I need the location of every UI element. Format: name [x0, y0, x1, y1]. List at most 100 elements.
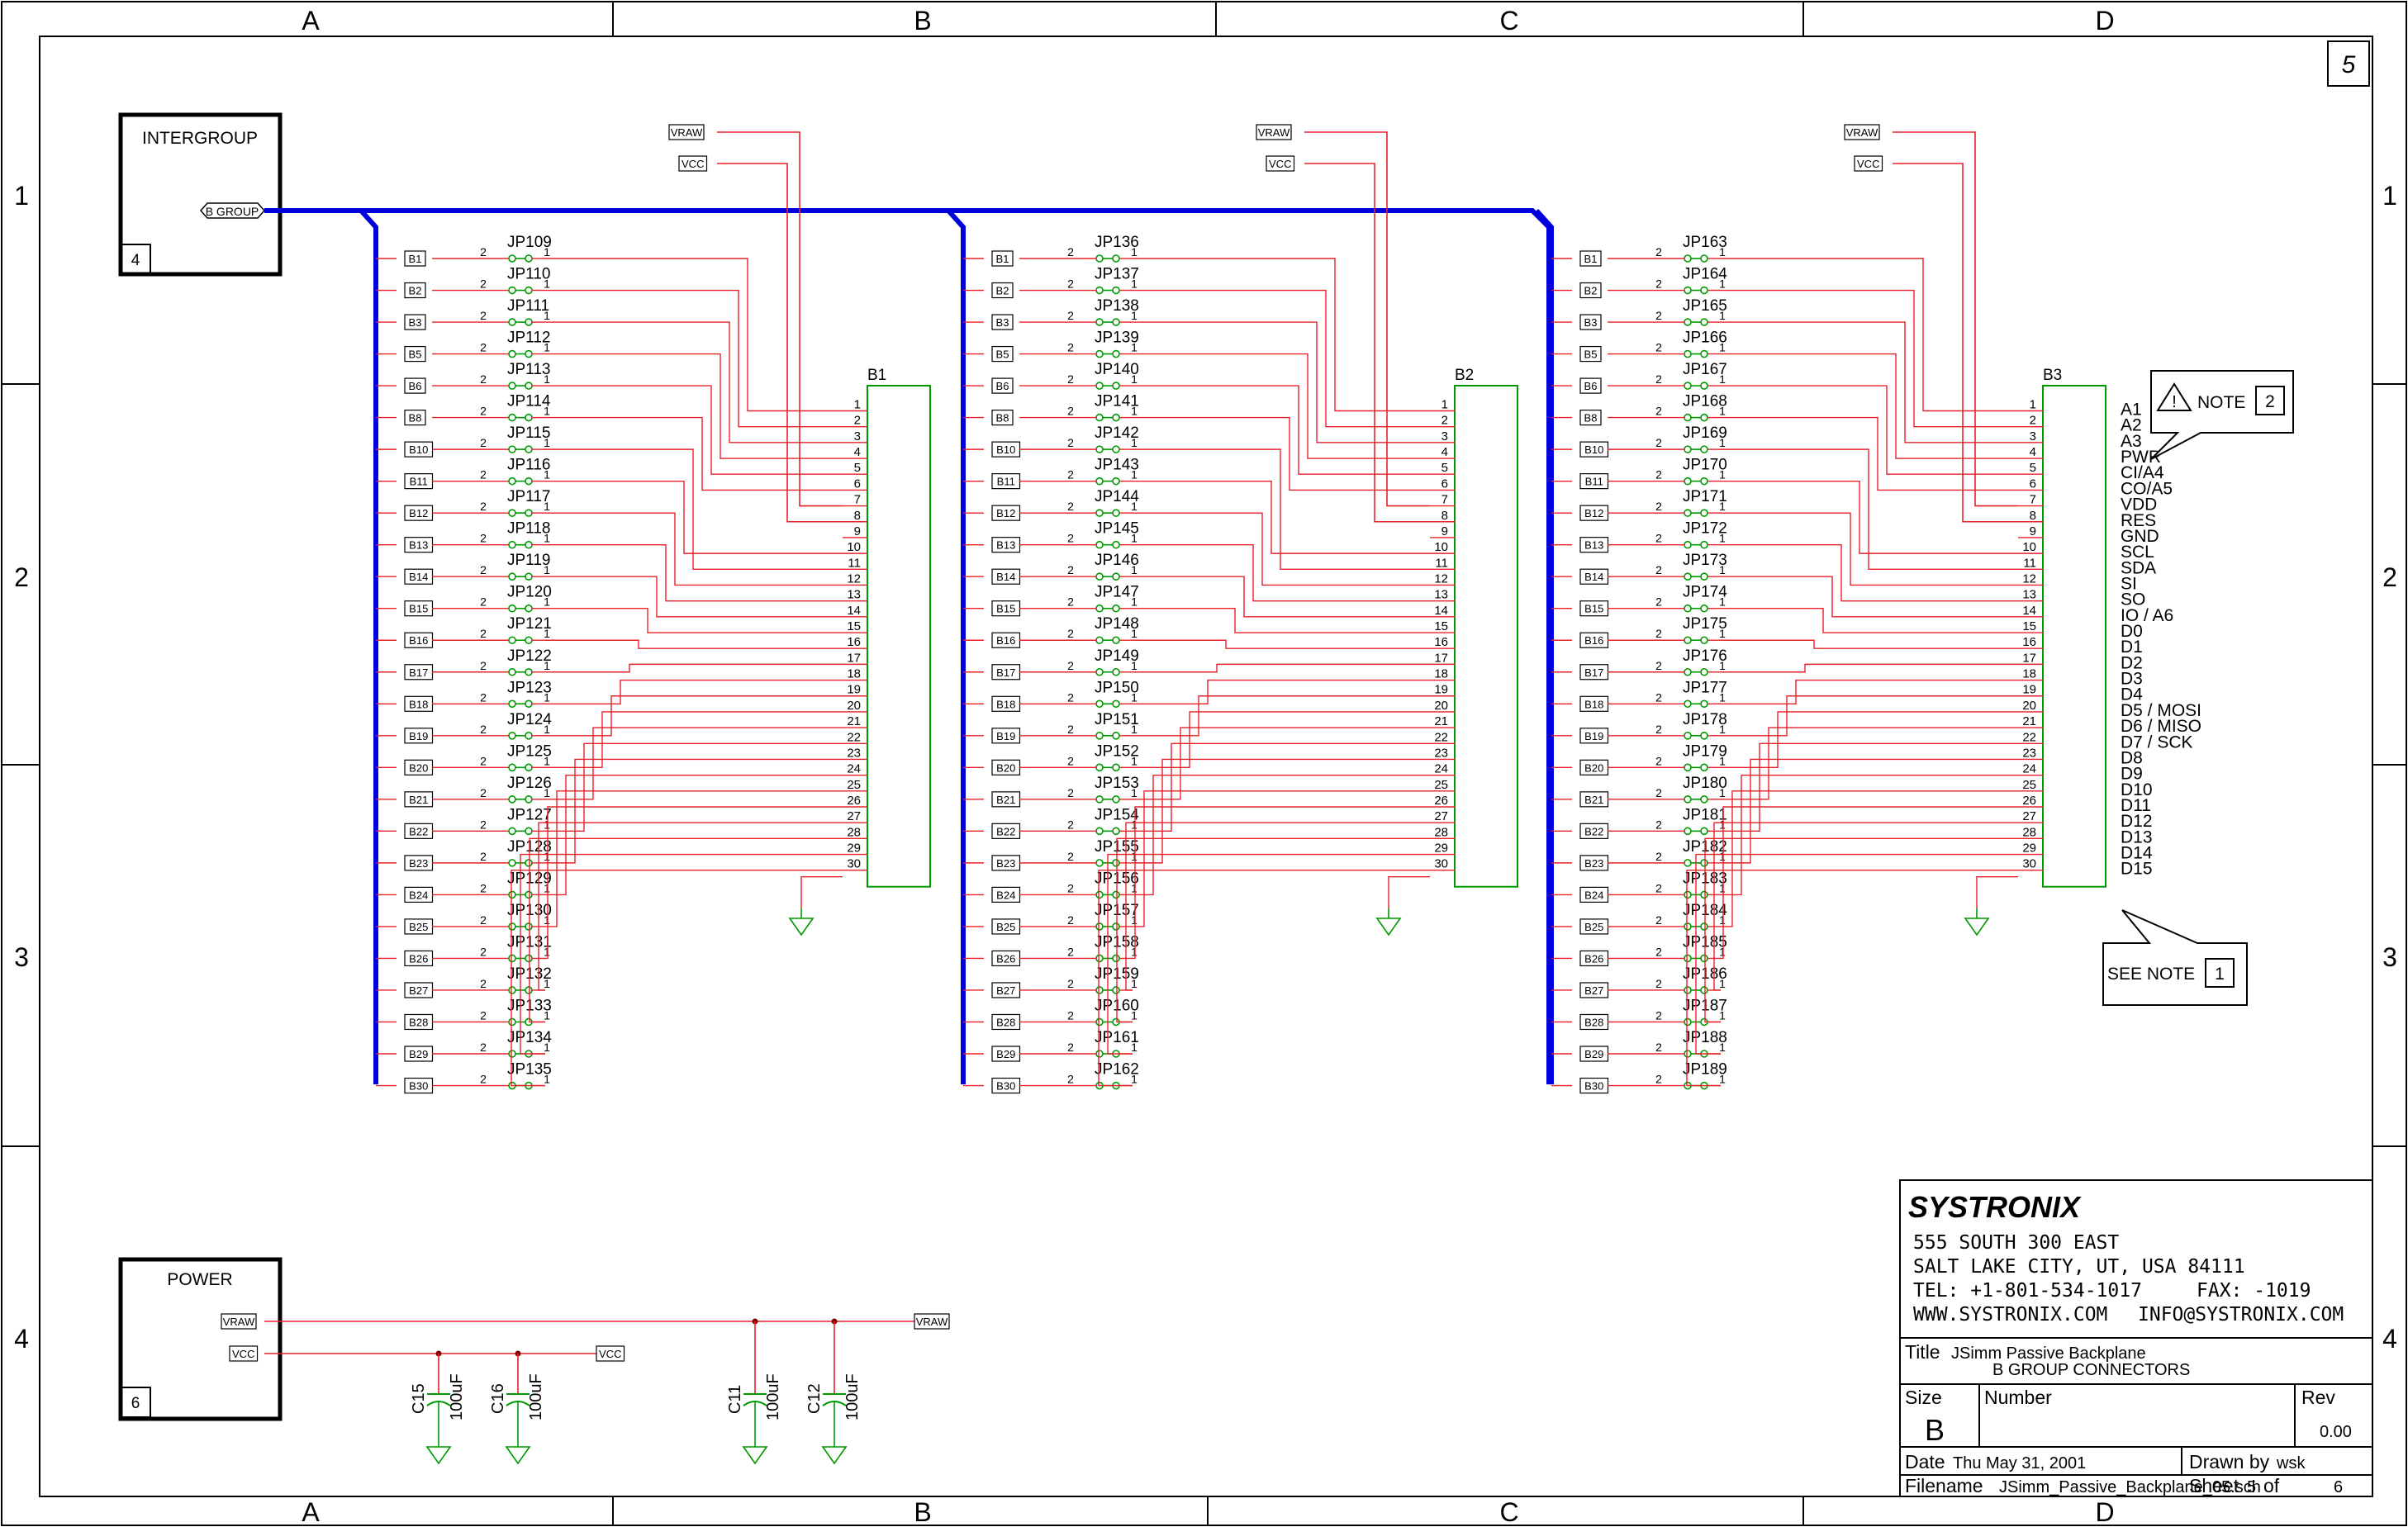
ground-symbol	[425, 1437, 452, 1465]
jumper-pad	[1112, 413, 1120, 422]
bus-net-label: B12	[991, 505, 1021, 521]
connector-pin-number: 17	[847, 651, 861, 665]
pin-function-label: D10	[2121, 780, 2153, 799]
jumper-pad	[1684, 827, 1692, 836]
connector-pin-number: 7	[1441, 493, 1448, 507]
company-address2: SALT LAKE CITY, UT, USA 84111	[1913, 1256, 2245, 1278]
jumper-pin-number: 1	[1131, 436, 1138, 449]
connector-pin-number: 19	[847, 683, 861, 697]
net-label-text: B8	[1584, 412, 1598, 424]
jumper-pad	[1700, 954, 1708, 963]
connector-pin-number: 8	[1441, 509, 1448, 523]
jumper-pad	[1112, 382, 1120, 390]
jumper-pin-number: 1	[1131, 309, 1138, 322]
jumper-pin-number: 1	[1131, 341, 1138, 354]
jumper-ref: JP152	[1095, 742, 1139, 760]
net-label-box	[678, 155, 708, 172]
connector-pin-number: 24	[847, 762, 861, 776]
net-route	[545, 448, 843, 570]
connector-pin-number: 4	[854, 445, 861, 459]
jumper-pin-number: 2	[1655, 341, 1662, 354]
vcc-label: VCC	[1854, 155, 1883, 172]
vraw-label: VRAW	[1256, 124, 1292, 140]
jumper-pad	[1095, 1050, 1104, 1058]
jumper-ref: JP144	[1095, 488, 1139, 505]
bus-net-label: B17	[991, 664, 1021, 681]
net-label-box	[1579, 345, 1602, 363]
net-label-text: B29	[409, 1048, 428, 1060]
jumper-pin-number: 2	[480, 977, 487, 990]
jumper-pin-number: 1	[1719, 913, 1726, 927]
jumper-pad	[1095, 763, 1104, 772]
jumper-ref: JP121	[507, 615, 552, 633]
jumper-pad	[525, 859, 533, 867]
net-route	[1721, 639, 2018, 649]
connector-pin-number: 18	[847, 667, 861, 681]
connector-pin-number: 21	[847, 714, 861, 728]
jumper-ref: JP167	[1683, 361, 1727, 378]
vcc-wire	[717, 163, 843, 523]
jumper-ref: JP163	[1683, 234, 1727, 251]
net-label-text: B18	[1584, 698, 1603, 710]
net-route	[545, 480, 843, 554]
vraw-wire	[717, 131, 843, 507]
jumper-pad	[1700, 413, 1708, 422]
jumper-pin-number: 1	[544, 532, 550, 545]
ground-triangle	[742, 1446, 768, 1465]
jumper-pad	[1095, 954, 1104, 963]
drawn-label: Drawn by	[2189, 1451, 2270, 1472]
bus-net-label: B25	[1579, 918, 1609, 935]
connector-pin-number: 27	[2022, 809, 2036, 823]
net-label-text: B22	[1584, 825, 1603, 837]
net-label-text: B17	[409, 666, 428, 679]
jumper-pad	[1700, 572, 1708, 581]
jumper-pin-number: 1	[1131, 723, 1138, 736]
jumper-ref: JP176	[1683, 647, 1727, 665]
connector-pin-number: 29	[1434, 842, 1448, 856]
sheet-value: 5	[2247, 1478, 2256, 1496]
jumper-pad	[1095, 986, 1104, 994]
jumper-pad	[1700, 636, 1708, 645]
jumper-pin-number: 2	[1067, 945, 1074, 958]
pin-function-label: D2	[2121, 653, 2143, 672]
net-label-text: B11	[997, 476, 1015, 488]
jumper-pin-number: 2	[1067, 786, 1074, 799]
connector-pin-number: 11	[1435, 556, 1448, 570]
intergroup-block[interactable]: INTERGROUP 4 B GROUP	[118, 112, 283, 277]
connector-group-b1: B112345678910111213141516171819202122232…	[376, 124, 931, 1094]
net-label-text: B20	[996, 761, 1015, 774]
jumper-pin-number: 1	[1719, 659, 1726, 672]
net-route	[1133, 289, 1430, 428]
jumper-pad	[1112, 795, 1120, 804]
jumper-pad	[1684, 922, 1692, 931]
connector-pin-number: 5	[1441, 461, 1448, 475]
power-block[interactable]: POWER 6	[118, 1257, 283, 1421]
net-label-text: VRAW	[1846, 126, 1878, 139]
connector-pin-number: 7	[2030, 493, 2036, 507]
jumper-pin-number: 2	[1655, 977, 1662, 990]
jumper-ref: JP119	[507, 552, 550, 569]
net-label-text: B15	[1584, 603, 1603, 615]
jumper-pin-number: 1	[1131, 595, 1138, 609]
connector-pin-number: 16	[1434, 635, 1448, 649]
vraw-wire	[1893, 131, 2018, 507]
connector-pin-number: 26	[1434, 794, 1448, 808]
jumper-pad	[1700, 604, 1708, 613]
net-route	[538, 822, 843, 991]
net-label-text: VCC	[682, 158, 704, 170]
jumper-pin-number: 1	[1131, 277, 1138, 291]
net-label-text: B6	[409, 380, 422, 392]
connector-pin-number: 21	[1434, 714, 1448, 728]
connector-pin-number: 9	[854, 524, 861, 538]
